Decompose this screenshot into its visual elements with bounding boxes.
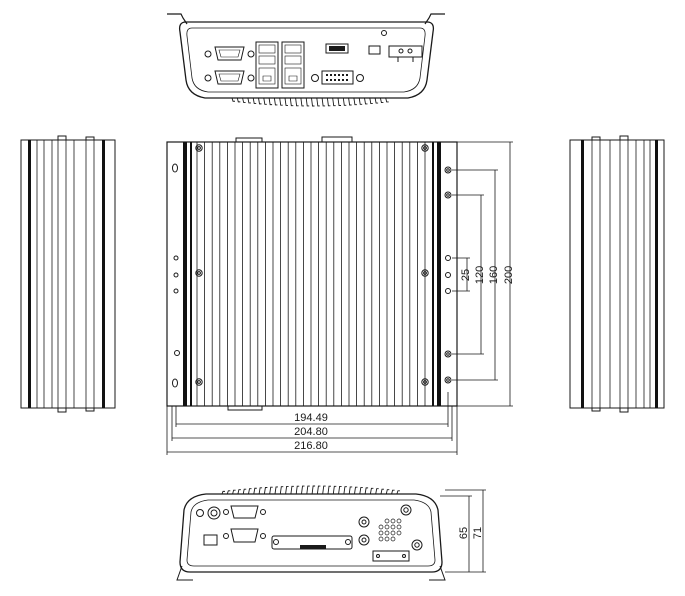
- height-dimension-lines: [440, 489, 486, 573]
- dim-label-25: 25: [460, 269, 472, 281]
- rear-bracket-right: [424, 13, 445, 25]
- top-view-rail-right: [437, 142, 441, 406]
- top-view-fins: [196, 142, 426, 406]
- dim-label-204-80: 204.80: [294, 426, 328, 438]
- front-bracket-right: [429, 565, 446, 581]
- right-side-outline: [569, 139, 665, 409]
- dim-label-65: 65: [458, 527, 470, 539]
- left-side-fins: [36, 140, 95, 408]
- front-speaker-grille: [378, 518, 402, 542]
- rear-view: [167, 13, 445, 107]
- right-side-rail-left: [581, 140, 584, 408]
- top-view-connector-bump-bottom: [227, 406, 263, 411]
- rear-bracket-left: [167, 13, 188, 25]
- top-view-outline: [166, 141, 458, 407]
- front-housing-outer: [179, 493, 443, 573]
- front-bracket-left: [176, 565, 193, 581]
- front-fin-tips: [221, 485, 400, 495]
- front-audio-jacks: [358, 516, 370, 546]
- right-side-rail-right: [655, 140, 658, 408]
- right-side-bottom-bumps: [591, 408, 629, 413]
- front-com-port-bottom: [223, 528, 266, 543]
- rear-dc-terminal: [388, 45, 423, 62]
- depth-dimension-lines: [452, 141, 513, 407]
- top-view: [166, 136, 458, 411]
- front-antenna-holes: [400, 504, 423, 551]
- front-power-button: [196, 506, 221, 520]
- top-view-mounting-holes: [172, 144, 452, 388]
- front-view: [176, 485, 446, 581]
- rear-hdmi-port: [325, 43, 349, 54]
- rear-housing-outer: [178, 21, 435, 99]
- top-view-connector-bump-top: [235, 136, 353, 142]
- left-side-rail-right: [102, 140, 105, 408]
- rear-dip-switch: [368, 45, 381, 55]
- top-view-rail-right-2: [432, 142, 434, 406]
- top-view-rail-left: [183, 142, 187, 406]
- width-dimension-lines: [166, 392, 458, 455]
- left-side-rail-left: [28, 140, 31, 408]
- dim-label-200: 200: [503, 266, 515, 284]
- front-card-slot: [271, 535, 353, 550]
- dim-label-160: 160: [488, 266, 500, 284]
- rear-usb-lan-stack-1: [255, 41, 279, 89]
- dim-label-216-80: 216.80: [294, 440, 328, 452]
- rear-housing-inner: [186, 27, 426, 93]
- front-housing-inner: [186, 499, 436, 567]
- rear-led: [381, 30, 387, 36]
- right-side-top-bumps: [591, 135, 629, 140]
- front-label-plate: [372, 550, 410, 562]
- top-view-rail-left-2: [190, 142, 192, 406]
- left-side-view: [20, 135, 116, 413]
- rear-fin-tips: [231, 97, 389, 107]
- dim-label-194-49: 194.49: [294, 412, 328, 424]
- rear-com-port-bottom: [204, 70, 255, 85]
- rear-dvi-port: [311, 70, 364, 85]
- right-side-fins: [591, 140, 651, 408]
- rear-com-port-top: [204, 46, 255, 61]
- right-side-view: [569, 135, 665, 413]
- rear-usb-lan-stack-2: [281, 41, 305, 89]
- dim-label-120: 120: [474, 266, 486, 284]
- left-side-outline: [20, 139, 116, 409]
- left-side-top-bumps: [57, 135, 95, 140]
- dim-label-71: 71: [472, 527, 484, 539]
- front-com-port-top: [223, 505, 266, 519]
- front-usb-port: [203, 534, 218, 546]
- left-side-bottom-bumps: [57, 408, 95, 413]
